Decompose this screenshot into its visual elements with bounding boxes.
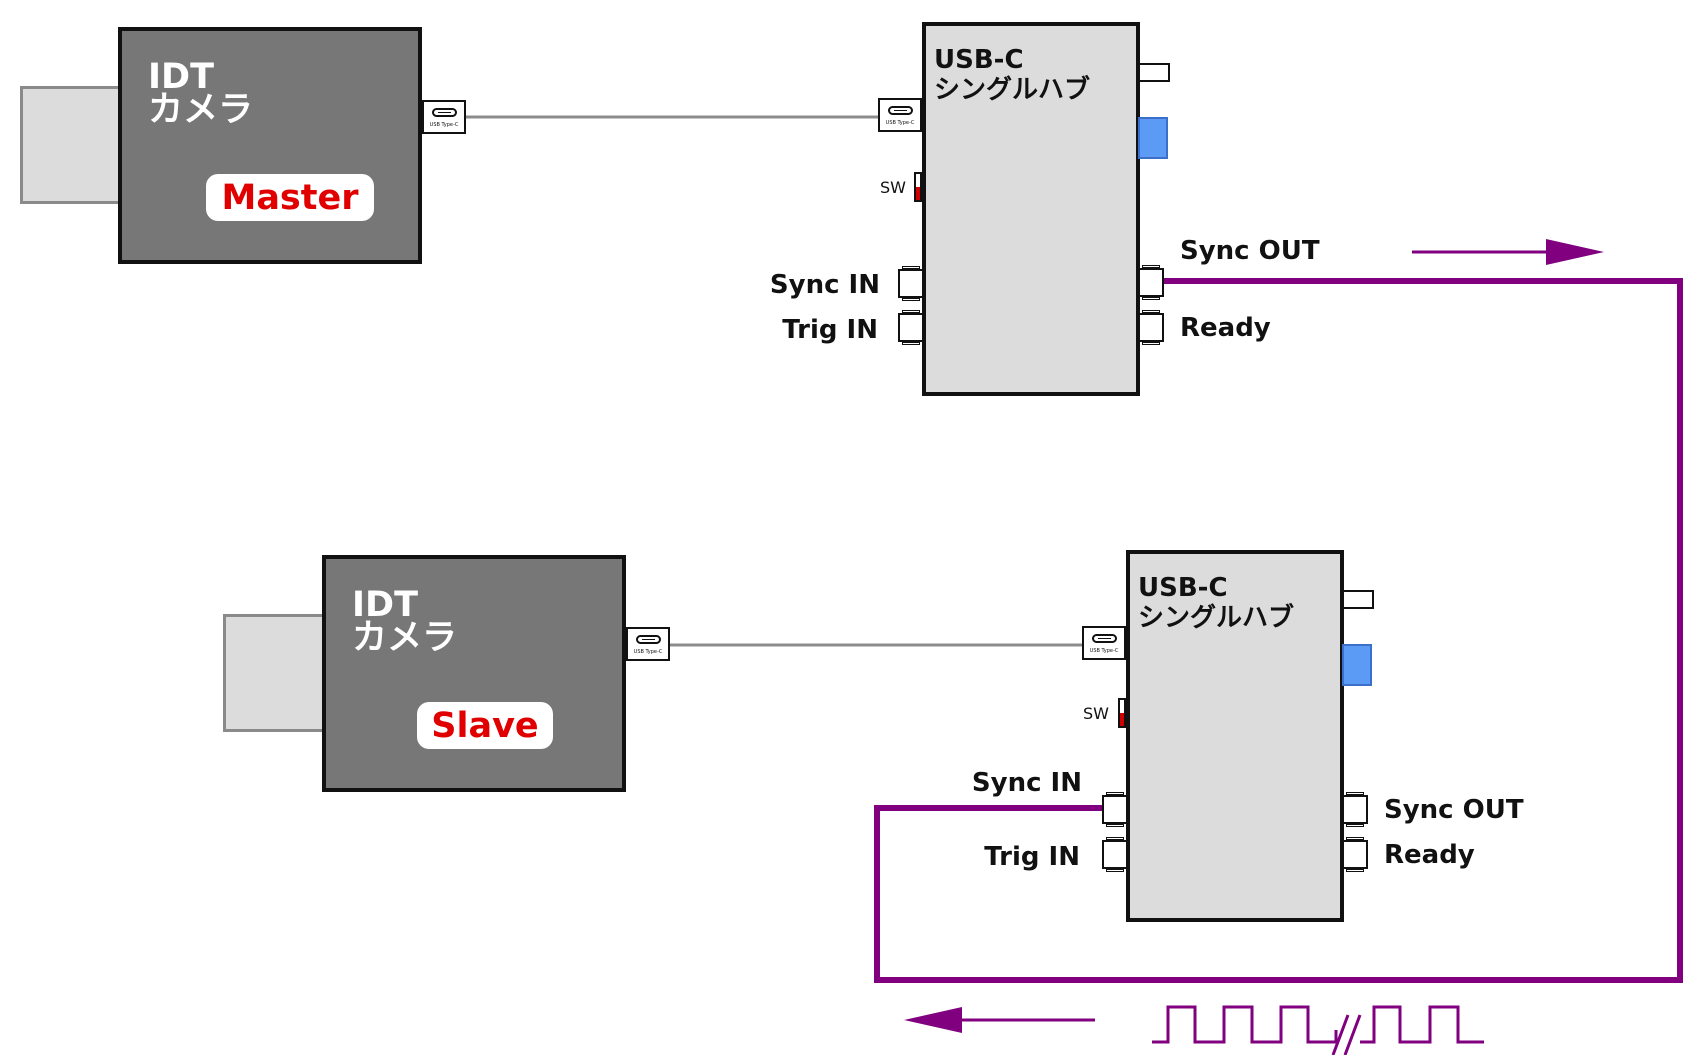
trig-in-label: Trig IN bbox=[782, 315, 878, 345]
camera-title: IDT カメラ bbox=[352, 585, 458, 658]
camera-title: IDT カメラ bbox=[148, 57, 254, 130]
usb-c-port: USB Type-C bbox=[422, 100, 466, 134]
ready-label: Ready bbox=[1180, 313, 1271, 343]
arrow-left-icon bbox=[904, 1007, 1095, 1033]
ready-port[interactable] bbox=[1342, 837, 1368, 872]
usb-c-port: USB Type-C bbox=[1082, 626, 1126, 660]
sync-out-port[interactable] bbox=[1342, 792, 1368, 827]
usb-c-port: USB Type-C bbox=[878, 98, 922, 132]
role-badge-slave: Slave bbox=[417, 702, 553, 749]
usb-c-hub-master: USB-C シングルハブ bbox=[922, 22, 1140, 396]
sync-in-port[interactable] bbox=[1102, 792, 1128, 827]
camera-lens bbox=[20, 86, 122, 204]
sync-cable bbox=[874, 278, 1683, 983]
switch-label: SW bbox=[880, 178, 906, 197]
switch-toggle[interactable] bbox=[1118, 698, 1126, 728]
trig-in-port[interactable] bbox=[1102, 837, 1128, 872]
sync-in-label: Sync IN bbox=[971, 768, 1082, 798]
sync-in-port[interactable] bbox=[898, 266, 924, 301]
sync-in-label: Sync IN bbox=[769, 270, 880, 300]
pulse-train-icon bbox=[1152, 1005, 1484, 1055]
sync-out-label: Sync OUT bbox=[1180, 236, 1320, 266]
camera-master: IDT カメラ Master bbox=[118, 27, 422, 264]
arrow-right-icon bbox=[1412, 239, 1604, 265]
usb-c-hub-slave: USB-C シングルハブ bbox=[1126, 550, 1344, 922]
camera-slave: IDT カメラ Slave bbox=[322, 555, 626, 792]
switch-toggle[interactable] bbox=[914, 172, 922, 202]
ready-label: Ready bbox=[1384, 840, 1475, 870]
sync-out-label: Sync OUT bbox=[1384, 795, 1524, 825]
switch-label: SW bbox=[1083, 704, 1109, 723]
ready-port[interactable] bbox=[1138, 310, 1164, 345]
hub-blue-port bbox=[1342, 644, 1372, 686]
sync-out-port[interactable] bbox=[1138, 265, 1164, 300]
usb-c-port: USB Type-C bbox=[626, 627, 670, 661]
role-badge-master: Master bbox=[206, 174, 374, 221]
hub-title: USB-C シングルハブ bbox=[934, 45, 1091, 105]
trig-in-port[interactable] bbox=[898, 310, 924, 345]
hub-title: USB-C シングルハブ bbox=[1138, 573, 1295, 633]
trig-in-label: Trig IN bbox=[984, 842, 1080, 872]
hub-side-port bbox=[1138, 63, 1170, 82]
hub-side-port bbox=[1342, 590, 1374, 609]
camera-lens bbox=[223, 614, 325, 732]
hub-blue-port bbox=[1138, 117, 1168, 159]
